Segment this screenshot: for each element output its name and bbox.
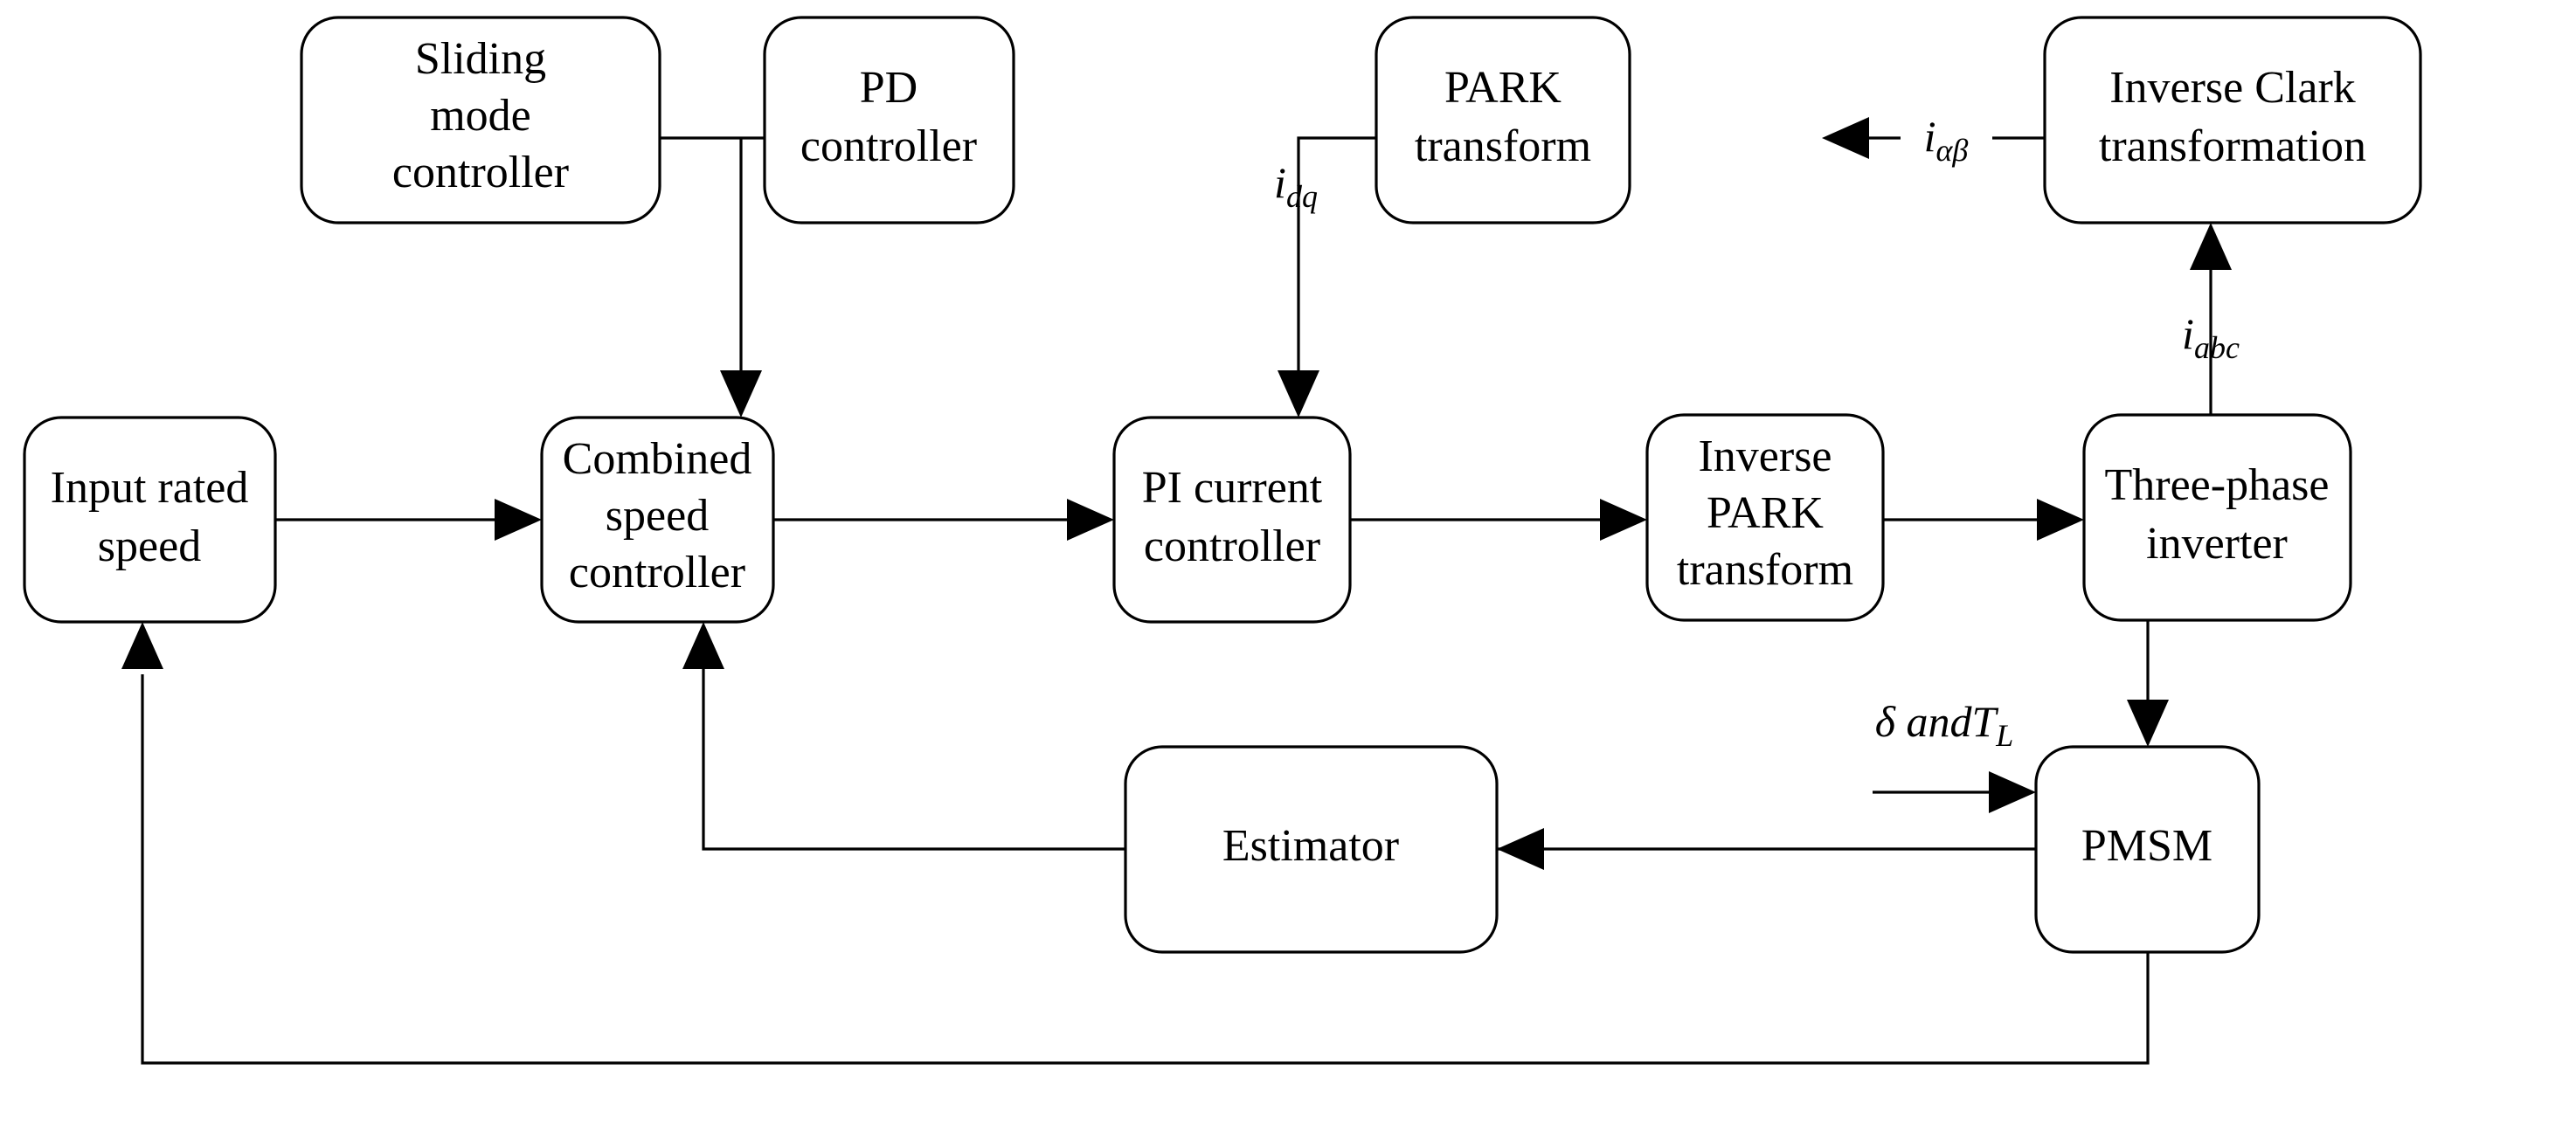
park-transform-label-line-0: PARK <box>1444 63 1562 113</box>
connection-idq-to-pi-current <box>1278 136 1376 418</box>
inverse-park-transform-label-line-1: PARK <box>1707 488 1824 538</box>
pd-controller-label-line-1: controller <box>800 121 977 171</box>
arrowhead-pi-current-in <box>1067 499 1114 541</box>
connection-inverse-clark-to-park <box>1822 117 2045 159</box>
block-inverse-park-transform[interactable]: Inverse PARK transform <box>1645 413 1885 622</box>
pi-current-controller-box[interactable] <box>1112 416 1352 624</box>
signal-label-i-alphabeta: iαβ <box>1924 112 1969 168</box>
block-sliding-mode-controller[interactable]: Sliding mode controller <box>300 16 661 224</box>
estimator-label-line-0: Estimator <box>1222 821 1399 871</box>
pmsm-box[interactable] <box>2034 745 2261 954</box>
pi-current-controller-label-line-0: PI current <box>1142 463 1323 513</box>
arrowhead-inverter-in <box>2037 499 2084 541</box>
signal-label-i-abc: iabc <box>2182 309 2240 365</box>
connection-pmsm-to-estimator <box>1436 828 2036 870</box>
arrowhead-inverse-park-in <box>1600 499 1647 541</box>
inverse-park-transform-label-line-0: Inverse <box>1698 431 1832 481</box>
i-abc-sub: abc <box>2194 330 2240 365</box>
input-rated-speed-label-line-1: speed <box>98 521 201 571</box>
arrowhead-combined-speed-bottom-in <box>682 622 724 669</box>
sliding-mode-controller-box[interactable] <box>300 16 661 224</box>
combined-speed-controller-label-line-1: speed <box>606 491 709 541</box>
block-three-phase-inverter[interactable]: Three-phase inverter <box>2082 413 2352 622</box>
delta-and-tl-sub: L <box>1995 718 2013 753</box>
connection-pmsm-feedback-to-input <box>121 622 2150 1065</box>
arrowhead-park-in <box>1822 117 1869 159</box>
arrowhead-down-combined-speed <box>720 370 762 418</box>
park-transform-box[interactable] <box>1375 16 1631 224</box>
arrowhead-combined-speed-in <box>495 499 542 541</box>
combined-speed-controller-label-line-2: controller <box>569 548 745 597</box>
connection-inverter-to-pmsm <box>2127 620 2169 747</box>
inverse-clark-transformation-label-line-1: transformation <box>2099 121 2366 171</box>
arrowhead-input-speed-bottom-in <box>121 622 163 669</box>
svg-text:iαβ: iαβ <box>1924 112 1969 168</box>
signal-label-i-dq: idq <box>1274 158 1318 214</box>
pi-current-controller-label-line-1: controller <box>1144 521 1320 571</box>
line-estimator-to-combined <box>702 648 1125 851</box>
sliding-mode-controller-label-line-1: mode <box>430 91 531 141</box>
connection-combined-to-pi-current <box>773 499 1114 541</box>
pd-controller-label-line-0: PD <box>860 63 918 113</box>
park-transform-label-line-1: transform <box>1415 121 1591 171</box>
line-idq <box>1297 136 1376 391</box>
arrowhead-pmsm-top-in <box>2127 700 2169 747</box>
block-pd-controller[interactable]: PD controller <box>763 16 1015 224</box>
i-dq-base: i <box>1274 158 1286 207</box>
combined-speed-controller-box[interactable] <box>540 416 775 624</box>
three-phase-inverter-label-line-1: inverter <box>2146 519 2288 569</box>
inverse-clark-transformation-box[interactable] <box>2043 16 2422 224</box>
connection-estimator-to-combined-speed <box>682 622 1125 851</box>
block-input-rated-speed[interactable]: Input rated speed <box>23 416 277 624</box>
three-phase-inverter-box[interactable] <box>2082 413 2352 622</box>
inverse-clark-transformation-label-line-0: Inverse Clark <box>2109 63 2356 113</box>
connection-pi-current-to-inverse-park <box>1350 499 1647 541</box>
three-phase-inverter-label-line-0: Three-phase <box>2105 460 2330 510</box>
delta-and-tl-base: δ andT <box>1875 697 1999 746</box>
estimator-box[interactable] <box>1124 745 1499 954</box>
block-estimator[interactable]: Estimator <box>1124 745 1499 954</box>
connection-input-speed-to-combined <box>275 499 542 541</box>
block-pi-current-controller[interactable]: PI current controller <box>1112 416 1352 624</box>
input-rated-speed-label-line-0: Input rated <box>51 463 249 513</box>
connection-bus-to-combined-speed <box>720 138 762 418</box>
i-alphabeta-sub: αβ <box>1936 133 1969 168</box>
connection-inverse-park-to-inverter <box>1883 499 2084 541</box>
connection-disturbance-to-pmsm <box>1873 771 2036 813</box>
arrowhead-pmsm-left-in <box>1989 771 2036 813</box>
i-abc-base: i <box>2182 309 2194 358</box>
input-rated-speed-box[interactable] <box>23 416 277 624</box>
arrowhead-idq-in <box>1278 370 1319 418</box>
connection-iabc-to-inverse-clark <box>2190 223 2232 415</box>
inverse-park-transform-label-line-2: transform <box>1677 545 1853 595</box>
svg-text:iabc: iabc <box>2182 309 2240 365</box>
block-pmsm[interactable]: PMSM <box>2034 745 2261 954</box>
signal-label-delta-and-tl: δ andTL <box>1875 697 2014 753</box>
sliding-mode-controller-label-line-0: Sliding <box>415 34 546 84</box>
svg-text:idq: idq <box>1274 158 1318 214</box>
line-global-feedback <box>141 674 2150 1065</box>
block-park-transform[interactable]: PARK transform <box>1375 16 1631 224</box>
arrowhead-estimator-in <box>1497 828 1544 870</box>
combined-speed-controller-label-line-0: Combined <box>563 434 752 484</box>
i-dq-sub: dq <box>1286 179 1318 214</box>
sliding-mode-controller-label-line-2: controller <box>392 148 569 197</box>
i-alphabeta-base: i <box>1924 112 1936 161</box>
pmsm-label-line-0: PMSM <box>2081 821 2212 871</box>
pd-controller-box[interactable] <box>763 16 1015 224</box>
block-combined-speed-controller[interactable]: Combined speed controller <box>540 416 775 624</box>
svg-text:δ andTL: δ andTL <box>1875 697 2014 753</box>
block-inverse-clark-transformation[interactable]: Inverse Clark transformation <box>2043 16 2422 224</box>
inverse-park-transform-box[interactable] <box>1645 413 1885 622</box>
arrowhead-inverse-clark-in <box>2190 223 2232 270</box>
